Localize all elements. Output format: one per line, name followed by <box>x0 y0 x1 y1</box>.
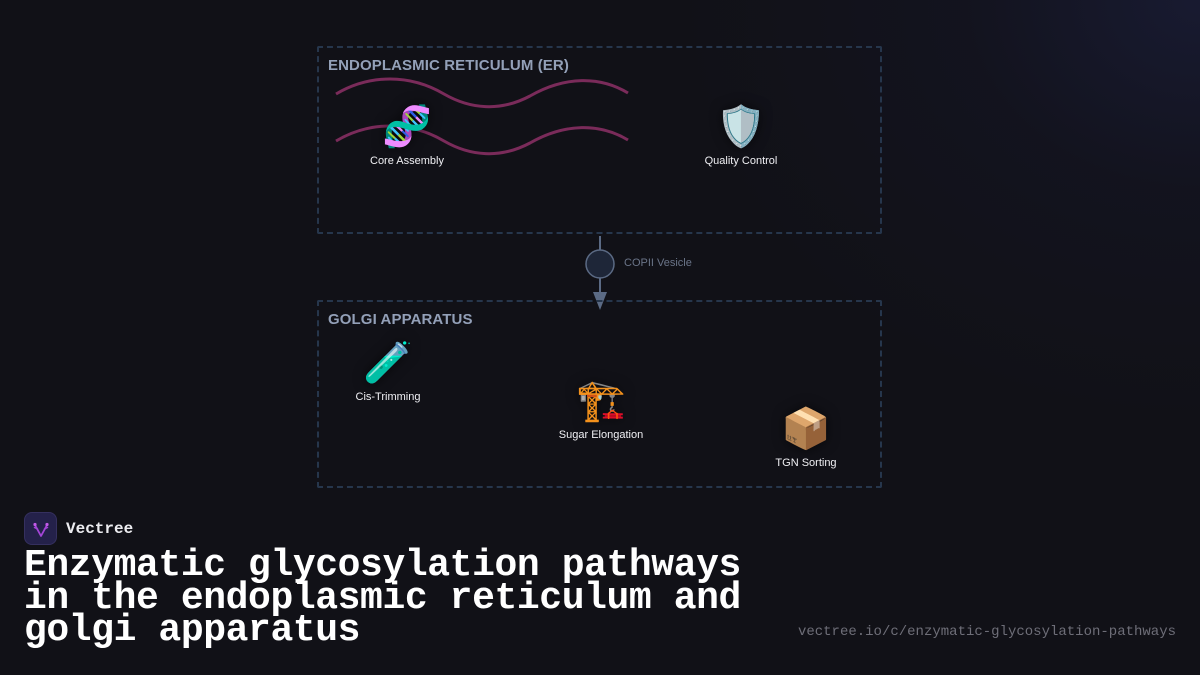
page-title: Enzymatic glycosylation pathways in the … <box>24 544 741 652</box>
node-cis-trimming[interactable]: 🧪 Cis-Trimming <box>333 339 443 403</box>
node-label: Core Assembly <box>370 155 444 167</box>
node-label: Cis-Trimming <box>355 391 421 403</box>
crane-icon: 🏗️ <box>576 379 626 423</box>
er-compartment: ENDOPLASMIC RETICULUM (ER) <box>317 46 882 234</box>
brand-name: Vectree <box>66 519 134 538</box>
copii-vesicle-label: COPII Vesicle <box>624 257 692 269</box>
node-label: Quality Control <box>704 155 778 167</box>
node-label: TGN Sorting <box>775 457 837 469</box>
node-quality-control[interactable]: 🛡️ Quality Control <box>686 103 796 167</box>
page-url[interactable]: vectree.io/c/enzymatic-glycosylation-pat… <box>797 624 1176 640</box>
vesicle-circle-icon <box>585 249 615 279</box>
node-sugar-elongation[interactable]: 🏗️ Sugar Elongation <box>546 377 656 441</box>
er-title: ENDOPLASMIC RETICULUM (ER) <box>328 57 569 74</box>
dna-icon: 🧬 <box>382 105 432 149</box>
golgi-compartment: GOLGI APPARATUS <box>317 300 882 488</box>
node-label: Sugar Elongation <box>558 429 644 441</box>
node-tgn-sorting[interactable]: 📦 TGN Sorting <box>751 405 861 469</box>
node-core-assembly[interactable]: 🧬 Core Assembly <box>352 103 462 167</box>
vectree-logo-icon <box>24 512 57 545</box>
golgi-title: GOLGI APPARATUS <box>328 311 473 328</box>
shield-icon: 🛡️ <box>716 105 766 149</box>
brand[interactable]: Vectree <box>24 512 133 545</box>
test-tube-icon: 🧪 <box>363 341 413 385</box>
package-icon: 📦 <box>781 407 831 451</box>
